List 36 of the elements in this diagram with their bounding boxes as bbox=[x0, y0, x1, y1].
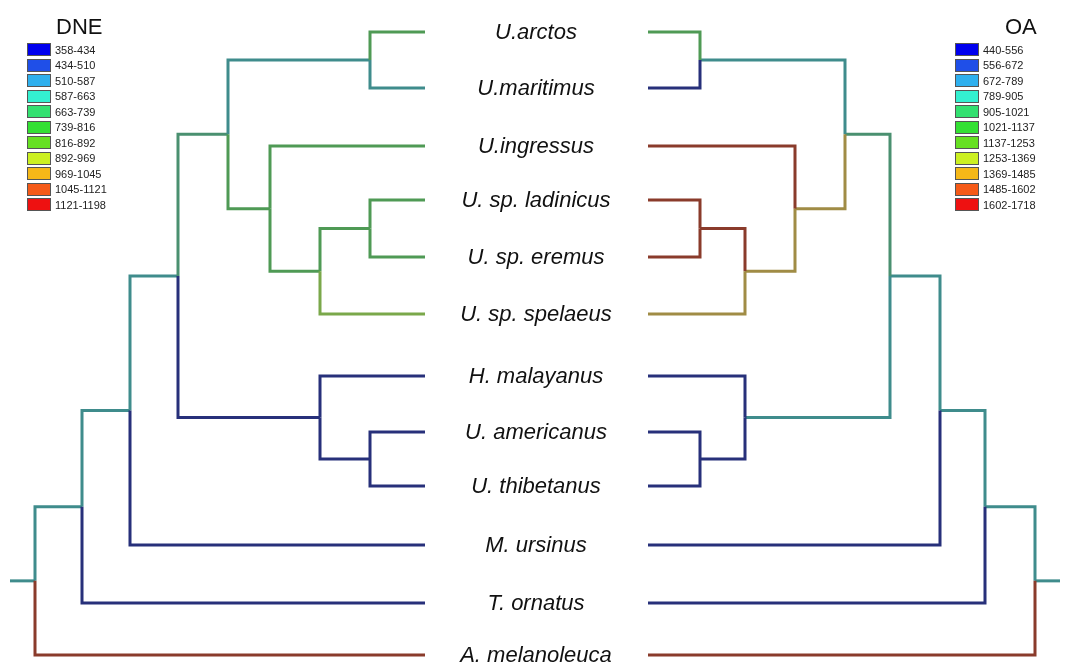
legend-label: 510-587 bbox=[55, 74, 96, 87]
legend-label: 1485-1602 bbox=[983, 183, 1036, 196]
legend-label: 892-969 bbox=[55, 152, 96, 165]
legend-label: 663-739 bbox=[55, 105, 96, 118]
taxon-label: U. americanus bbox=[465, 419, 607, 445]
legend-label: 440-556 bbox=[983, 43, 1024, 56]
legend-label: 1253-1369 bbox=[983, 152, 1036, 165]
taxon-label: U.ingressus bbox=[477, 133, 595, 159]
legend-label: 358-434 bbox=[55, 43, 96, 56]
legend-label: 1137-1253 bbox=[983, 136, 1035, 149]
legend-label: 1121-1198 bbox=[55, 198, 106, 211]
taxon-label: U. sp. spelaeus bbox=[460, 301, 612, 327]
taxon-label: T. ornatus bbox=[487, 590, 585, 616]
legend-label: 587-663 bbox=[55, 90, 96, 103]
taxon-label: A. melanoleuca bbox=[460, 642, 612, 666]
taxon-label: U. thibetanus bbox=[471, 473, 601, 499]
taxon-label: M. ursinus bbox=[485, 532, 587, 558]
legend-label: 556-672 bbox=[983, 59, 1024, 72]
legend-title: OA bbox=[1005, 14, 1037, 40]
legend-label: 1045-1121 bbox=[55, 183, 107, 196]
taxon-label: U.maritimus bbox=[477, 75, 595, 101]
legend-label: 789-905 bbox=[983, 90, 1024, 103]
taxon-label: U. sp. ladinicus bbox=[461, 187, 611, 213]
legend-label: 1021-1137 bbox=[983, 121, 1035, 134]
taxon-label: U.arctos bbox=[495, 19, 577, 45]
taxon-label: U. sp. eremus bbox=[467, 244, 605, 270]
legend-label: 672-789 bbox=[983, 74, 1024, 87]
legend-title: DNE bbox=[56, 14, 103, 40]
legend-label: 969-1045 bbox=[55, 167, 102, 180]
legend-label: 905-1021 bbox=[983, 105, 1030, 118]
legend-label: 434-510 bbox=[55, 59, 96, 72]
legend-label: 1602-1718 bbox=[983, 198, 1036, 211]
legend-label: 1369-1485 bbox=[983, 167, 1036, 180]
taxon-label: H. malayanus bbox=[468, 363, 604, 389]
legend-label: 739-816 bbox=[55, 121, 96, 134]
legend-label: 816-892 bbox=[55, 136, 96, 149]
